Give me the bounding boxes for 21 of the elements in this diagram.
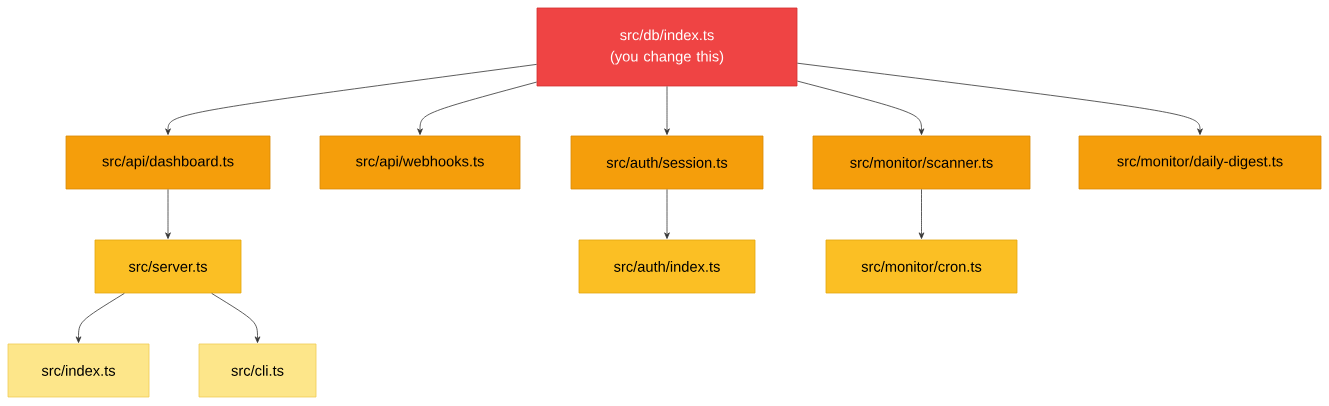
file-box: src/auth/session.ts	[570, 135, 764, 190]
file-box: src/monitor/daily-digest.ts	[1078, 135, 1322, 190]
file-box: src/monitor/scanner.ts	[812, 135, 1031, 190]
file-box: src/db/index.ts (you change this)	[536, 7, 798, 87]
arrow	[165, 189, 171, 239]
arrow	[664, 189, 670, 239]
arrow	[918, 189, 925, 239]
arrow	[417, 81, 537, 135]
arrow	[797, 80, 925, 135]
file-box: src/index.ts	[7, 343, 150, 398]
arrow	[797, 62, 1203, 135]
arrow	[165, 64, 537, 135]
file-box: src/cli.ts	[198, 343, 317, 398]
arrow	[664, 86, 670, 135]
file-box: src/api/webhooks.ts	[319, 135, 521, 190]
arrow	[211, 293, 261, 343]
arrow	[75, 293, 125, 343]
file-box: src/monitor/cron.ts	[825, 239, 1018, 294]
file-box: src/server.ts	[94, 239, 242, 294]
file-box: src/api/dashboard.ts	[65, 135, 271, 190]
file-box: src/auth/index.ts	[578, 239, 756, 294]
